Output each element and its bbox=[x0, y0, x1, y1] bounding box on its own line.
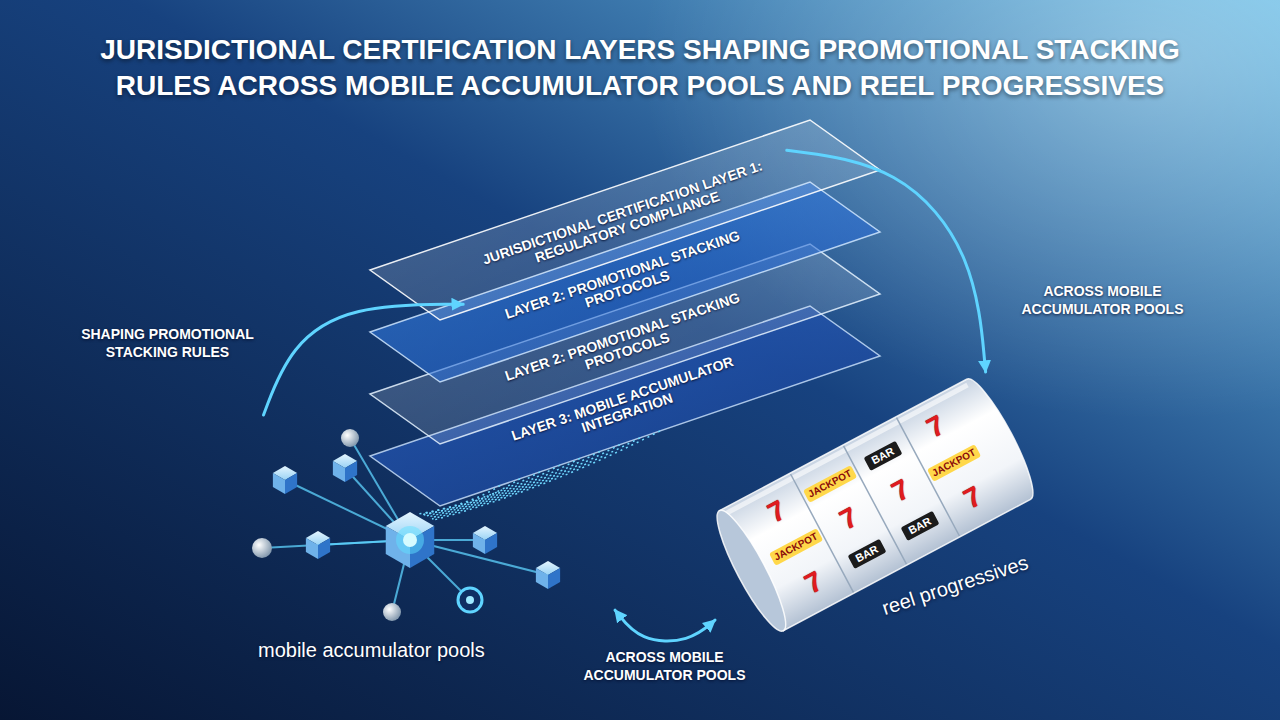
accumulator-cluster-art bbox=[252, 429, 560, 621]
edge-label: ACROSS MOBILE ACCUMULATOR POOLS bbox=[1015, 282, 1190, 318]
reel-cylinder: reel progressives bbox=[715, 372, 1045, 652]
symbol-holder: JACKPOT bbox=[803, 465, 857, 503]
fiber-line bbox=[432, 438, 640, 519]
symbol-holder: JACKPOT bbox=[768, 528, 822, 566]
sphere bbox=[252, 538, 272, 558]
edge-label-holder: ACROSS MOBILE ACCUMULATOR POOLS bbox=[1015, 282, 1190, 318]
reel-symbol: 7 bbox=[835, 503, 862, 535]
symbol-holder: 7 bbox=[922, 411, 949, 443]
title-holder: JURISDICTIONAL CERTIFICATION LAYERS SHAP… bbox=[50, 32, 1230, 104]
symbol-holder: BAR bbox=[848, 539, 887, 569]
symbol-holder: BAR bbox=[901, 511, 940, 541]
fiber-bundle bbox=[418, 431, 660, 520]
reel-symbol: 7 bbox=[763, 496, 790, 528]
small-cube bbox=[306, 531, 330, 559]
fiber-line bbox=[430, 445, 620, 518]
symbol-holder: 7 bbox=[835, 503, 862, 535]
flow-arrow bbox=[264, 304, 464, 415]
diagram-title: JURISDICTIONAL CERTIFICATION LAYERS SHAP… bbox=[50, 32, 1230, 104]
symbol-holder: JACKPOT bbox=[927, 444, 981, 482]
fiber-line bbox=[428, 452, 600, 518]
accumulator-cluster: mobile accumulator pools bbox=[245, 415, 615, 670]
sphere bbox=[383, 603, 401, 621]
fiber-line bbox=[426, 458, 580, 516]
reel-symbol: JACKPOT bbox=[803, 465, 857, 503]
ring-core bbox=[466, 596, 474, 604]
reel-symbol: 7 bbox=[960, 482, 987, 514]
edge-label: SHAPING PROMOTIONAL STACKING RULES bbox=[75, 325, 260, 361]
reel-symbol: BAR bbox=[901, 511, 940, 541]
small-cube bbox=[333, 454, 357, 482]
sphere bbox=[341, 429, 359, 447]
symbol-holder: 7 bbox=[763, 496, 790, 528]
fiber-line bbox=[434, 431, 660, 520]
reel-art bbox=[707, 373, 1043, 638]
small-cube bbox=[536, 561, 560, 589]
edge-label-holder: SHAPING PROMOTIONAL STACKING RULES bbox=[75, 325, 260, 361]
core-dot bbox=[403, 533, 417, 547]
symbol-holder: 7 bbox=[888, 475, 915, 507]
reel-symbol: BAR bbox=[848, 539, 887, 569]
edge-label: ACROSS MOBILE ACCUMULATOR POOLS bbox=[577, 648, 752, 684]
flow-arrow bbox=[787, 150, 986, 372]
symbol-holder: 7 bbox=[960, 482, 987, 514]
fiber-line bbox=[424, 465, 560, 515]
core-glow bbox=[396, 526, 424, 554]
cluster-links bbox=[262, 438, 548, 612]
node-text: mobile accumulator pools bbox=[258, 638, 485, 662]
ring-node bbox=[458, 588, 482, 612]
small-cube bbox=[273, 466, 297, 494]
reel-symbol: JACKPOT bbox=[927, 444, 981, 482]
symbol-holder: BAR bbox=[863, 440, 902, 470]
reel-symbol: BAR bbox=[863, 440, 902, 470]
reel-symbol: JACKPOT bbox=[768, 528, 822, 566]
symbol-holder: 7 bbox=[801, 567, 828, 599]
reel-symbol: 7 bbox=[801, 567, 828, 599]
fiber-line bbox=[422, 472, 540, 514]
reel-symbol: 7 bbox=[922, 411, 949, 443]
core-cube bbox=[386, 512, 434, 568]
small-cube bbox=[473, 526, 497, 554]
edge-label-holder: ACROSS MOBILE ACCUMULATOR POOLS bbox=[577, 648, 752, 684]
flow-arrow bbox=[615, 610, 715, 641]
reel-symbol: 7 bbox=[888, 475, 915, 507]
node-text: reel progressives bbox=[879, 550, 1031, 620]
layer-stack bbox=[370, 120, 880, 506]
